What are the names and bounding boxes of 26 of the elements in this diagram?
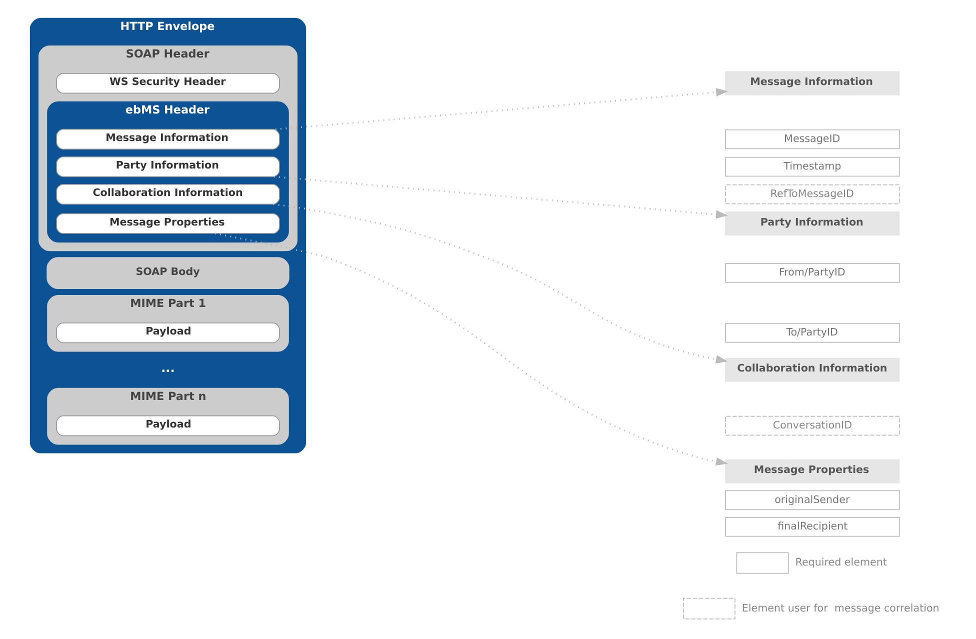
node-box: Payload — [56, 322, 280, 344]
node-box: Message Properties — [724, 459, 900, 484]
node-box: To/PartyID — [724, 322, 900, 343]
legend-label: Required element — [794, 556, 886, 569]
node-box: Party Information — [56, 156, 280, 178]
node-box: ConversationID — [724, 416, 900, 436]
arrow — [274, 88, 728, 130]
node-box: RefToMessageID — [724, 184, 900, 204]
node-box: Timestamp — [724, 156, 900, 177]
node-box: Payload — [56, 415, 280, 436]
node-box: Collaboration Information — [56, 184, 280, 205]
node-box: Message Properties — [56, 213, 280, 234]
legend-label: Element user for message correlation — [741, 602, 939, 614]
node-box: From/PartyID — [724, 263, 900, 283]
node-box: Collaboration Information — [724, 358, 900, 382]
node-box: MessageID — [724, 129, 900, 150]
node-box: WS Security Header — [56, 73, 280, 94]
node-box: finalRecipient — [724, 516, 900, 537]
node-box: Party Information — [724, 212, 900, 236]
arrow — [214, 232, 728, 466]
node-box: SOAP Body — [46, 257, 289, 289]
node-box: originalSender — [724, 490, 900, 510]
node-box: Message Information — [724, 71, 900, 96]
node-box: Message Information — [56, 128, 280, 150]
label: ... — [160, 361, 174, 376]
arrow — [273, 176, 728, 219]
